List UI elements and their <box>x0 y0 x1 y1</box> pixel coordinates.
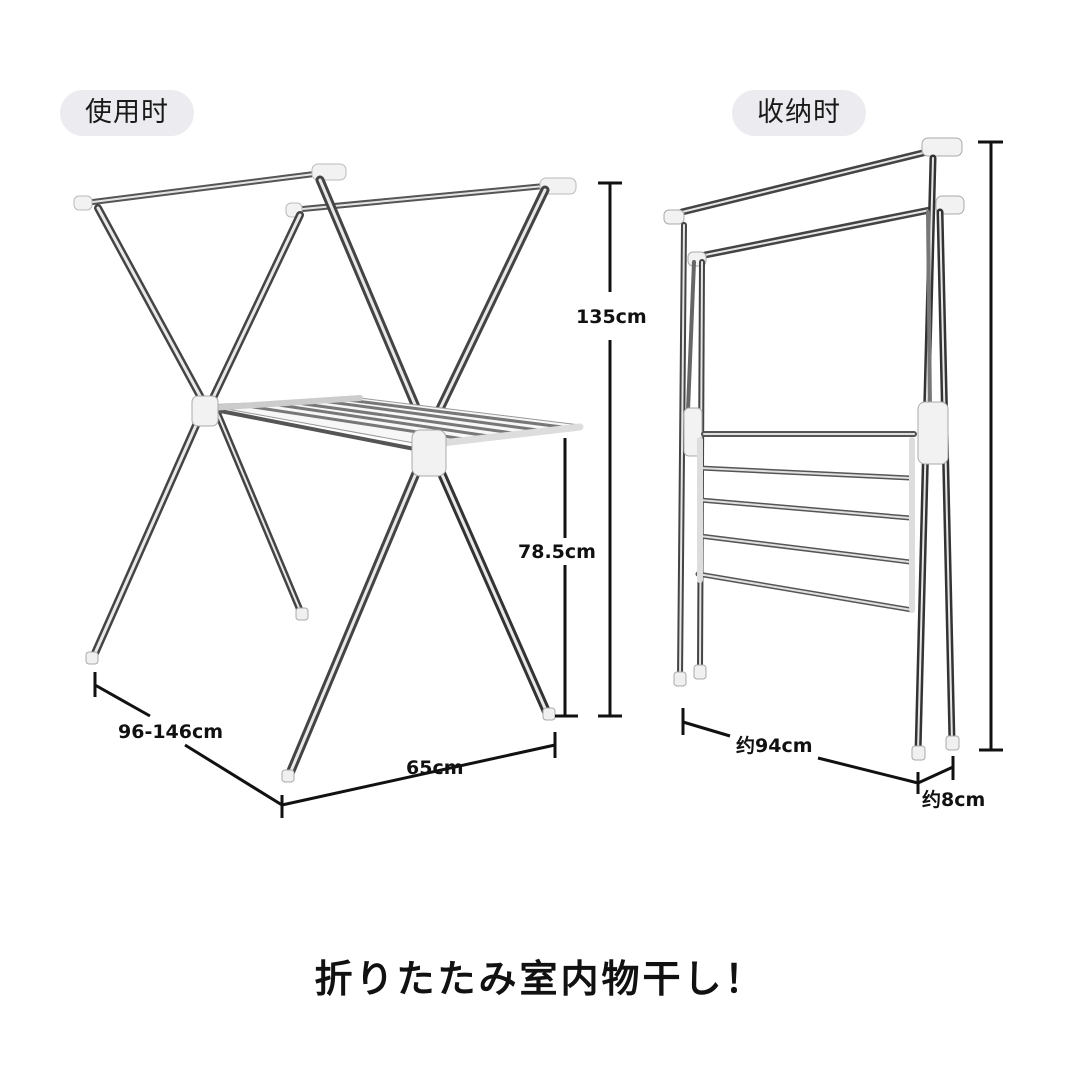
folded-label: 收纳时 <box>732 90 866 136</box>
dimension-lines-folded <box>681 140 1003 794</box>
height-total-label: 135cm <box>576 306 647 328</box>
width-label: 65cm <box>406 757 464 779</box>
folded-length-label: 约94cm <box>736 734 813 757</box>
in-use-label: 使用时 <box>60 90 194 136</box>
rack-folded-illustration <box>663 137 965 761</box>
product-caption: 折りたたみ室内物干し！ <box>314 957 766 1001</box>
length-range-label: 96-146cm <box>118 721 223 743</box>
folded-depth-label: 约8cm <box>922 788 985 811</box>
rack-in-use-illustration <box>73 163 584 783</box>
height-shelf-label: 78.5cm <box>518 541 596 563</box>
dimension-lines-in-use <box>93 181 622 818</box>
